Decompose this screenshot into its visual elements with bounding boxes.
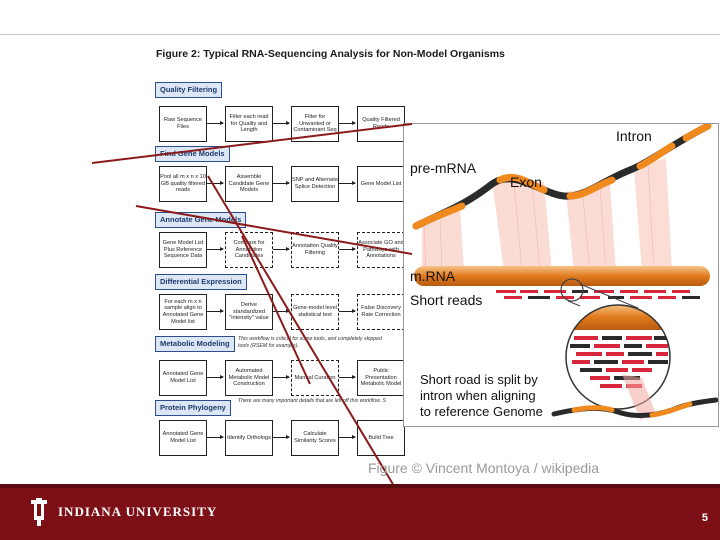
section-annotate-gene-models: Annotate Gene Models — [155, 212, 247, 228]
label-intron: Intron — [616, 128, 652, 144]
arrow — [273, 435, 290, 439]
arrow — [273, 309, 290, 313]
pre-mrna-exon — [412, 202, 466, 230]
arrow — [207, 435, 224, 439]
box-public-metabolic-model: Public Presentation Metabolic Model — [357, 360, 405, 396]
box-identify-orthologs: Identify Orthologs — [225, 420, 273, 456]
section-differential-expression: Differential Expression — [155, 274, 247, 290]
box-align-samples: For each m x n sample align to Annotated… — [159, 294, 207, 330]
box-quality-filtered-reads: Quality Filtered Reads — [357, 106, 405, 142]
box-pool-reads: Pool all m x n x 10 GB quality filtered … — [159, 166, 207, 202]
short-reads — [496, 290, 700, 299]
box-snp-splice-detection: SNP and Alternate Splice Detection — [291, 166, 339, 202]
box-filter-contaminant: Filter for Unwanted or Contaminant Seq — [291, 106, 339, 142]
section-protein-phylogeny: Protein Phylogeny — [155, 400, 231, 416]
figure-caption: Figure © Vincent Montoya / wikipedia — [368, 460, 600, 476]
arrow — [339, 309, 356, 313]
box-gene-model-list: Gene Model List — [357, 166, 405, 202]
zoom-marker — [560, 278, 584, 302]
university-name: INDIANA UNIVERSITY — [58, 504, 218, 519]
box-annotation-quality: Annotation Quality Filtering — [291, 232, 339, 268]
box-fdr-correction: False Discovery Rate Correction — [357, 294, 405, 330]
iu-trident-logo — [31, 498, 47, 526]
box-filter-quality-length: Filter each read for Quality and Length — [225, 106, 273, 142]
arrow — [339, 435, 356, 439]
arrow — [207, 181, 224, 185]
arrow — [339, 121, 356, 125]
label-split-line-1: Short road is split by — [420, 372, 538, 387]
label-pre-mrna: pre-mRNA — [410, 160, 477, 176]
note-important-details: There are many important details that ar… — [238, 398, 386, 404]
arrow — [273, 247, 290, 251]
note-rsem-example: tools (RSEM for example). — [238, 343, 299, 349]
flowchart-title: Figure 2: Typical RNA-Sequencing Analysi… — [156, 48, 505, 60]
label-short-reads: Short reads — [410, 292, 483, 308]
section-quality-filtering: Quality Filtering — [155, 82, 223, 98]
box-annotated-gene-list-1: Annotated Gene Model List — [159, 360, 207, 396]
section-metabolic-modeling: Metabolic Modeling — [155, 336, 235, 352]
box-associate-go: Associate GO and Pathways with Annotatio… — [357, 232, 405, 268]
rna-illustration — [412, 124, 718, 420]
note-workflow-critical: This workflow is critical for some tools… — [238, 336, 382, 342]
pre-mrna-exon — [682, 124, 712, 142]
box-build-tree: Build Tree — [357, 420, 405, 456]
rnaseq-flowchart: Figure 2: Typical RNA-Sequencing Analysi… — [150, 44, 505, 462]
label-split-line-2: intron when aligning — [420, 388, 536, 403]
arrow — [207, 309, 224, 313]
box-automated-metabolic: Automated Metabolic Model Construction — [225, 360, 273, 396]
box-manual-curation: Manual Curation — [291, 360, 339, 396]
label-mrna: m.RNA — [410, 268, 456, 284]
arrow — [339, 375, 356, 379]
box-assemble-gene-models: Assemble Candidate Gene Models — [225, 166, 273, 202]
page-number: 5 — [701, 512, 708, 524]
footer-band — [0, 484, 720, 488]
splice-projection — [422, 158, 672, 272]
box-compare-annotation: Compare for Annotation Candidates — [225, 232, 273, 268]
arrow — [273, 375, 290, 379]
box-raw-sequence-files: Raw Sequence Files — [159, 106, 207, 142]
pre-mrna-exon — [496, 173, 548, 194]
mrna-molecule — [414, 266, 710, 286]
arrow — [339, 181, 356, 185]
box-derive-intensity: Derive standardized "intensity" value — [225, 294, 273, 330]
arrow — [207, 121, 224, 125]
arrow — [273, 181, 290, 185]
box-gene-model-reference: Gene Model List Plus Reference Sequence … — [159, 232, 207, 268]
box-annotated-gene-list-2: Annotated Gene Model List — [159, 420, 207, 456]
arrow — [207, 375, 224, 379]
label-exon: Exon — [510, 174, 542, 190]
rna-splicing-figure: Intron pre-mRNA Exon m.RNA Short reads S… — [403, 123, 719, 427]
arrow — [339, 247, 356, 251]
pre-mrna-exon — [636, 142, 676, 170]
footer-bar: INDIANA UNIVERSITY 5 — [0, 484, 720, 540]
section-find-gene-models: Find Gene Models — [155, 146, 230, 162]
arrow — [207, 247, 224, 251]
box-similarity-scores: Calculate Similarity Scores — [291, 420, 339, 456]
arrow — [273, 121, 290, 125]
top-rule — [0, 34, 720, 35]
label-split-line-3: to reference Genome — [420, 404, 543, 419]
box-statistical-test: Gene-model level statistical test — [291, 294, 339, 330]
pre-mrna-exon — [566, 176, 616, 200]
